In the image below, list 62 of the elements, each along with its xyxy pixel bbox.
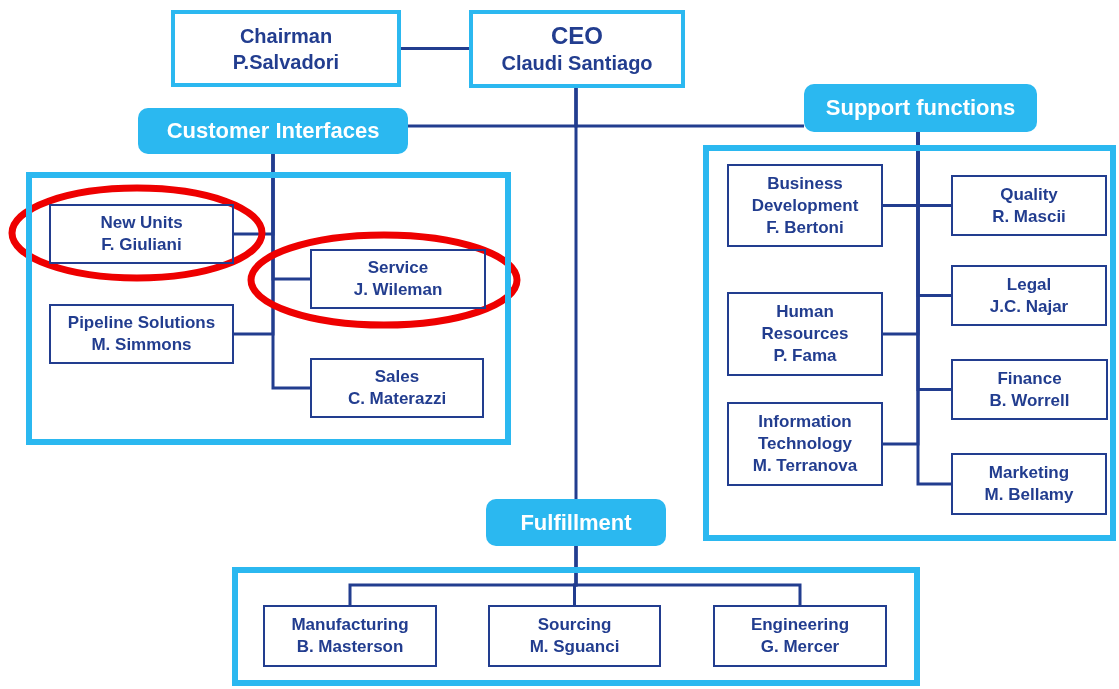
person-name: R. Mascii <box>992 205 1066 228</box>
connector-line <box>271 154 310 390</box>
person-name: Claudi Santiago <box>501 51 653 76</box>
org-box <box>49 304 234 364</box>
group-header <box>486 499 666 546</box>
org-box <box>488 605 661 667</box>
role-title: Quality <box>1000 183 1058 206</box>
group-title: Fulfillment <box>520 509 632 536</box>
role-title: Engineering <box>750 614 850 636</box>
person-name: P.Salvadori <box>232 49 340 75</box>
person-name: M. Bellamy <box>984 484 1074 506</box>
person-name: G. Mercer <box>760 636 840 658</box>
person-name: M. Sguanci <box>529 636 620 658</box>
group-header <box>804 84 1037 132</box>
org-box <box>469 10 685 88</box>
connector-line <box>574 88 578 499</box>
role-title: Information Technology <box>756 411 854 455</box>
group-header <box>138 108 408 154</box>
org-box <box>49 204 234 264</box>
person-name: P. Fama <box>773 345 837 367</box>
person-name: C. Materazzi <box>347 388 447 410</box>
role-title: Finance <box>997 367 1062 390</box>
role-title: Sourcing <box>537 614 612 636</box>
org-box <box>951 175 1107 236</box>
org-box <box>951 359 1108 420</box>
role-title: Manufacturing <box>291 614 409 636</box>
role-title: Human Resources <box>760 301 850 345</box>
role-title: Pipeline Solutions <box>67 312 216 334</box>
connector-line <box>574 546 802 605</box>
connector-line <box>401 47 469 50</box>
person-name: J. Wileman <box>353 279 443 301</box>
org-box <box>951 265 1107 326</box>
connector-line <box>916 132 951 486</box>
org-box <box>727 292 883 376</box>
org-box <box>310 249 486 309</box>
role-title: Marketing <box>988 462 1070 484</box>
role-title: Chairman <box>239 23 333 49</box>
person-name: B. Masterson <box>296 636 404 658</box>
person-name: F. Giuliani <box>101 234 182 256</box>
role-title: Business Development <box>750 172 860 217</box>
group-frame <box>703 145 1116 541</box>
person-name: J.C. Najar <box>989 295 1069 318</box>
group-frame <box>232 567 920 686</box>
group-title: Support functions <box>825 95 1016 121</box>
org-box <box>951 453 1107 515</box>
group-frame <box>26 172 511 445</box>
person-name: F. Bertoni <box>766 216 844 239</box>
role-title: Legal <box>1006 273 1052 296</box>
person-name: B. Worrell <box>989 389 1070 412</box>
org-box <box>713 605 887 667</box>
group-title: Customer Interfaces <box>166 118 380 144</box>
person-name: M. Terranova <box>752 455 858 477</box>
org-box <box>263 605 437 667</box>
person-name: M. Simmons <box>91 334 192 356</box>
role-title: CEO <box>551 22 603 50</box>
role-title: Service <box>367 257 429 279</box>
role-title: Sales <box>374 366 420 388</box>
role-title: New Units <box>100 212 183 234</box>
org-box <box>310 358 484 418</box>
org-box <box>727 164 883 247</box>
org-box <box>727 402 883 486</box>
org-box <box>171 10 401 87</box>
